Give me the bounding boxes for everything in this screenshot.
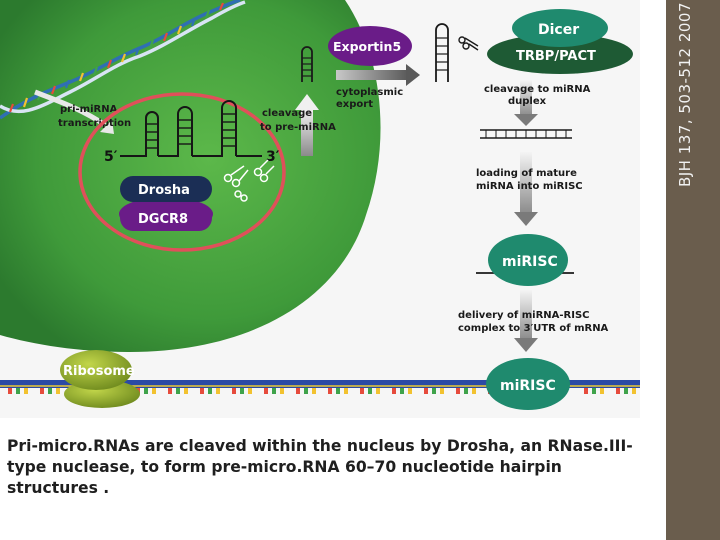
svg-text:loading of mature miRNA in: loading of mature miRNA into miRISC [476,168,583,192]
side-bar [666,0,720,540]
five-prime-label: 5′ [104,149,118,165]
mirisc-label-top: miRISC [502,254,558,270]
exportin5-label: Exportin5 [333,39,401,54]
transcription-label: transcription [58,118,131,129]
complex-utr-label: complex to 3′UTR of mRNA [458,323,609,334]
dicer-badge [512,9,608,47]
citation-text: BJH 137, 503-512 2007 [676,2,694,188]
mirisc-badge-bottom [486,358,570,410]
transcription-arrow [34,89,107,128]
svg-text:delivery of miRNA-RISC com: delivery of miRNA-RISC complex to 3′UTR … [458,310,609,334]
svg-text:cleavage to pre-miRNA: cleavage to pre-miRNA [260,108,336,133]
ribosome-large [60,350,132,390]
svg-text:cleavage to miRNA duplex: cleavage to miRNA duplex [484,84,594,107]
dgcr8-badge [120,205,212,231]
dicer-label: Dicer [538,22,579,38]
pri-mirna-hairpins [120,100,262,157]
mirna-into-mirisc-label: miRNA into miRISC [476,181,583,192]
pre-mirna-hairpin [301,46,313,82]
drosha-badge [120,176,212,202]
cytoplasmic-label: cytoplasmic [336,87,403,98]
to-pre-mirna-label: to pre-miRNA [260,122,336,133]
svg-text:5′ 3′: 5′ 3′ [104,149,280,165]
drosha-label: Drosha [138,183,190,198]
three-prime-label: 3′ [266,149,280,165]
dna-helix-icon [0,0,246,120]
svg-text:TRBP/PACT: TRBP/PACT [516,49,596,64]
svg-text:Drosha DGCR8: Drosha DGCR8 [138,183,194,227]
dgcr8-label: DGCR8 [138,212,188,227]
highlight-ring [78,92,286,252]
loading-label: loading of mature [476,168,577,179]
trbp-badge [487,34,633,74]
mirna-duplex [480,129,572,139]
ribosome-label: Ribosome [63,364,135,379]
mrna-strand [0,380,640,394]
cleavage-mirna-label: cleavage to miRNA [484,84,591,95]
exportin5-badge [328,26,412,66]
scissors-icon [223,159,275,202]
delivery-label: delivery of miRNA-RISC [458,310,590,321]
duplex-label: duplex [508,96,547,107]
cleavage-label: cleavage [262,108,312,119]
scissors-icon-dicer [458,36,479,51]
svg-text:pri-miRNA transcription: pri-miRNA transcription [58,104,131,129]
dicer-hairpin [435,23,449,82]
caption-text: Pri-micro.RNAs are cleaved within the nu… [7,437,633,497]
mirna-pathway-diagram: pri-miRNA transcription 5′ 3′ Drosha DGC… [0,0,640,410]
mirisc-label-bottom: miRISC [500,378,556,394]
pri-mirna-label: pri-miRNA [60,104,118,115]
mirisc-badge-top [488,234,568,286]
svg-text:cytoplasmic export: cytoplasmic export [336,87,407,110]
trbp-pact-label: TRBP/PACT [516,49,596,64]
export-label: export [336,99,373,110]
svg-text:Dicer: Dicer [538,22,579,38]
